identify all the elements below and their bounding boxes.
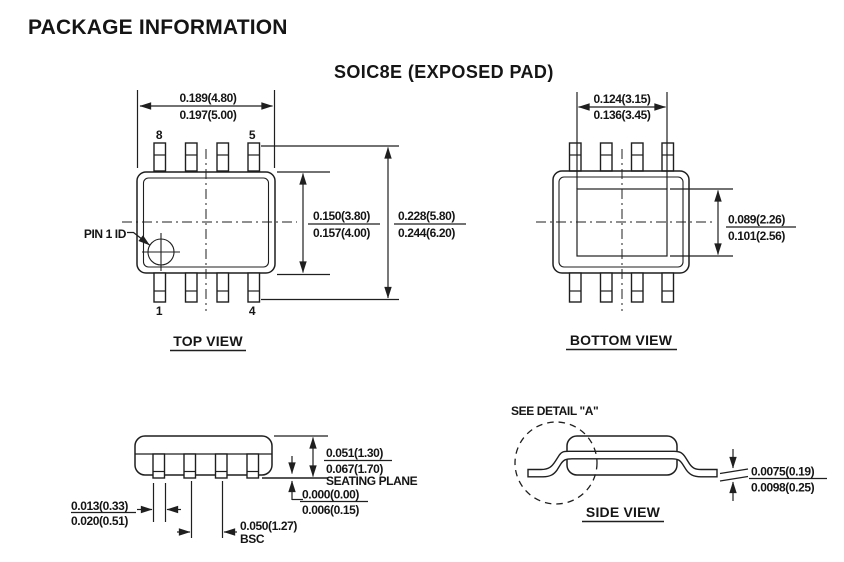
dim-width-min: 0.189(4.80)	[180, 91, 237, 105]
pin-number-8: 8	[156, 128, 163, 142]
front-view: 0.051(1.30) 0.067(1.70) SEATING PLANE 0.…	[71, 435, 418, 546]
top-pins	[153, 142, 261, 172]
dim-width-max: 0.197(5.00)	[180, 108, 237, 122]
page-title: PACKAGE INFORMATION	[28, 16, 288, 39]
pin-number-5: 5	[249, 128, 256, 142]
dim-leadw-max: 0.020(0.51)	[71, 514, 128, 528]
pin1-id-label: PIN 1 ID	[84, 227, 127, 241]
gull-wing-lead	[527, 450, 718, 478]
pin1-id-crosshair	[142, 233, 180, 271]
dim-body-max: 0.157(4.00)	[313, 226, 370, 240]
dim-span-max: 0.244(6.20)	[398, 226, 455, 240]
dim-padl-min: 0.089(2.26)	[728, 213, 785, 227]
dim-body-min: 0.150(3.80)	[313, 209, 370, 223]
dim-pitch-value: 0.050(1.27)	[240, 519, 297, 533]
pin-number-4: 4	[249, 304, 256, 318]
top-view: 0.189(4.80) 0.197(5.00) 8 5 PIN 1 ID 1	[84, 90, 466, 352]
dim-height-min: 0.051(1.30)	[326, 446, 383, 460]
dim-height-max: 0.067(1.70)	[326, 462, 383, 476]
see-detail-note: SEE DETAIL "A"	[511, 404, 598, 418]
side-view-label: SIDE VIEW	[586, 504, 661, 520]
bottom-view: 0.124(3.15) 0.136(3.45) 0.	[536, 92, 796, 351]
pin-number-1: 1	[156, 304, 163, 318]
detail-a-circle	[514, 421, 598, 505]
dim-padl-max: 0.101(2.56)	[728, 229, 785, 243]
front-pins	[152, 453, 260, 479]
pin1-id-leader-arrow	[127, 231, 150, 246]
dim-standoff-max: 0.006(0.15)	[302, 503, 359, 517]
bottom-pins	[153, 272, 261, 303]
top-view-label: TOP VIEW	[173, 333, 243, 349]
seating-plane-label: SEATING PLANE	[326, 474, 418, 488]
bottom-view-label: BOTTOM VIEW	[570, 332, 673, 348]
package-body-outline	[552, 170, 690, 274]
package-subtitle: SOIC8E (EXPOSED PAD)	[334, 62, 554, 82]
bottom-pins	[568, 272, 675, 303]
extension-ticks	[719, 468, 749, 482]
dim-leadt-max: 0.0098(0.25)	[751, 481, 815, 495]
dim-padw-max: 0.136(3.45)	[594, 108, 651, 122]
package-body-outline	[134, 435, 273, 476]
dim-span-min: 0.228(5.80)	[398, 209, 455, 223]
dim-standoff-min: 0.000(0.00)	[302, 488, 359, 502]
dim-pitch-qualifier: BSC	[240, 532, 265, 546]
dim-leadw-min: 0.013(0.33)	[71, 499, 128, 513]
dim-padw-min: 0.124(3.15)	[594, 92, 651, 106]
side-view: SEE DETAIL "A" 0.0075(0.19) 0.0098(0.25)…	[511, 404, 827, 523]
dim-leadt-min: 0.0075(0.19)	[751, 465, 815, 479]
